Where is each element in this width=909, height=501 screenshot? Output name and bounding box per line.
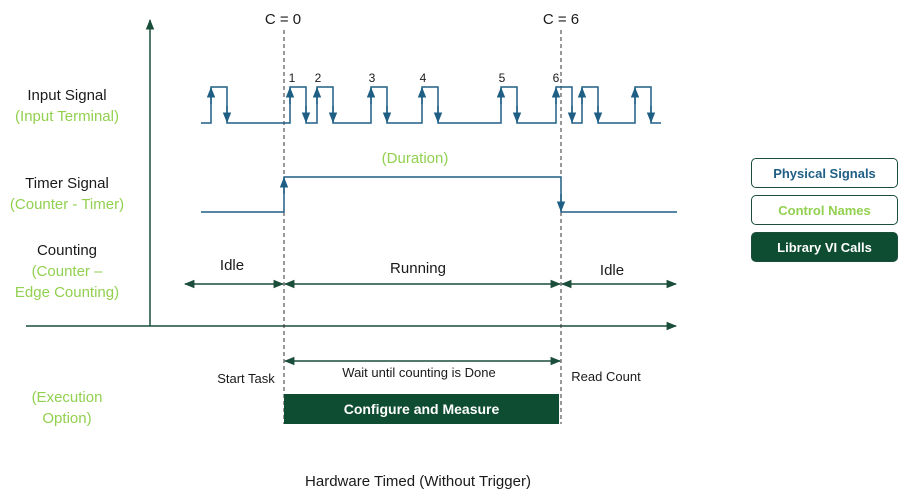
read-count-label: Read Count [571, 369, 641, 384]
pulse-number-3: 3 [369, 71, 376, 85]
configure-and-measure-bar: Configure and Measure [284, 394, 559, 424]
timer-signal-label: Timer Signal [25, 175, 109, 192]
start-task-label: Start Task [217, 371, 275, 386]
execution-option-label-2: Option) [42, 410, 91, 427]
idle-right-label: Idle [600, 262, 624, 279]
c0-label: C = 0 [265, 11, 301, 28]
counter-edge-label-2: Edge Counting) [15, 284, 119, 301]
input-pulse-line [201, 86, 661, 124]
diagram-caption: Hardware Timed (Without Trigger) [305, 473, 531, 490]
legend-library-vi-calls: Library VI Calls [751, 232, 898, 262]
execution-option-label-1: (Execution [32, 389, 103, 406]
input-terminal-label: (Input Terminal) [15, 108, 119, 125]
idle-left-label: Idle [220, 257, 244, 274]
pulse-number-1: 1 [289, 71, 296, 85]
pulse-number-4: 4 [420, 71, 427, 85]
counter-edge-label-1: (Counter – [32, 263, 104, 280]
running-label: Running [390, 260, 446, 277]
input-signal-label: Input Signal [27, 87, 106, 104]
legend-physical-signals: Physical Signals [751, 158, 898, 188]
pulse-number-5: 5 [499, 71, 506, 85]
legend-control-names: Control Names [751, 195, 898, 225]
counting-label: Counting [37, 242, 97, 259]
counter-timer-label: (Counter - Timer) [10, 196, 124, 213]
pulse-number-2: 2 [315, 71, 322, 85]
c6-label: C = 6 [543, 11, 579, 28]
wait-label: Wait until counting is Done [342, 365, 495, 380]
pulse-number-6: 6 [553, 71, 560, 85]
duration-label: (Duration) [382, 150, 449, 167]
input-signal-waveform [201, 86, 661, 124]
timer-signal-waveform [201, 176, 677, 213]
